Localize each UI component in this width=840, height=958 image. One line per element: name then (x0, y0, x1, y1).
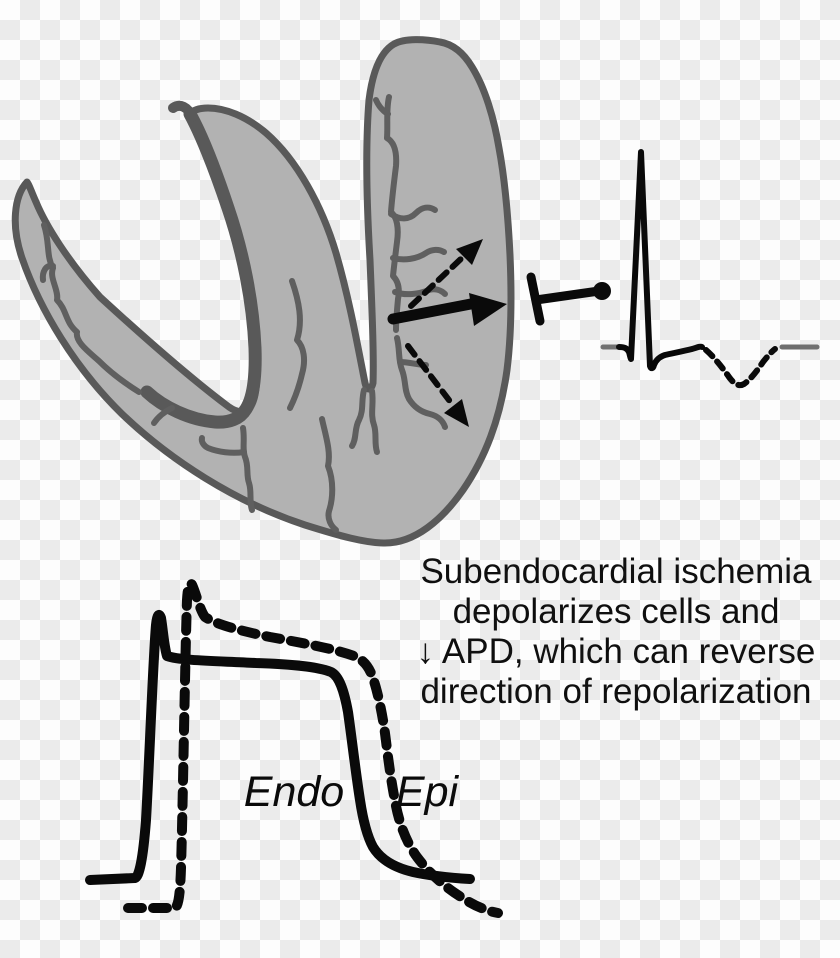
heart-illustration (11, 36, 515, 547)
caption-line-1: Subendocardial ischemia (420, 552, 812, 591)
vessel-branch-lobe-stub (373, 97, 391, 117)
ecg-qrs-complex (616, 149, 705, 372)
ecg-trace (600, 149, 820, 389)
epi-label: Epi (396, 768, 460, 816)
caption-line-2: depolarizes cells and (452, 592, 780, 631)
electrode-wire (531, 286, 604, 305)
action-potential-plot: Endo Epi (85, 578, 503, 918)
solid-arrow-shaft (387, 297, 482, 325)
vessel-branch-valley-1 (369, 388, 380, 455)
repolarization-direction-arrows (387, 239, 507, 427)
ecg-inverted-t-wave (703, 346, 778, 389)
caption-line-3: ↓ APD, which can reverse (416, 632, 816, 671)
vessel-branch-apex-1 (240, 425, 255, 513)
endo-action-potential-curve (85, 609, 475, 885)
lower-dashed-arrow-shaft (405, 343, 455, 407)
electrode-lead-symbol (526, 272, 611, 326)
vessel-branch-apex-2 (319, 416, 339, 533)
vessel-branch-valley-2 (349, 387, 367, 449)
vessel-branch-lobe-right-2 (390, 246, 447, 263)
vessel-branch-lobe-right-1 (388, 204, 438, 222)
upper-dashed-arrow-shaft (408, 253, 467, 309)
solid-arrow-head-icon (469, 293, 507, 326)
coronary-branches (39, 94, 448, 533)
caption-line-4: direction of repolarization (420, 672, 812, 711)
vessel-branch-apex-spur (151, 405, 175, 426)
main-coronary-vessel (140, 107, 262, 429)
upper-dashed-arrow-head-icon (456, 239, 483, 265)
caption: Subendocardial ischemia depolarizes cell… (390, 552, 840, 712)
vessel-branch-lobe-trunk (384, 94, 402, 333)
vessel-branch-septal (287, 278, 308, 411)
endo-label: Endo (244, 768, 344, 816)
epi-action-potential-curve (123, 578, 503, 918)
lower-dashed-arrow-head-icon (444, 399, 469, 427)
electrode-dot-icon (593, 282, 611, 300)
vessel-branch-horn-spur (39, 262, 56, 283)
vessel-tip-hook-icon (168, 100, 197, 122)
vessel-branch-apex-1-arm (198, 435, 247, 456)
